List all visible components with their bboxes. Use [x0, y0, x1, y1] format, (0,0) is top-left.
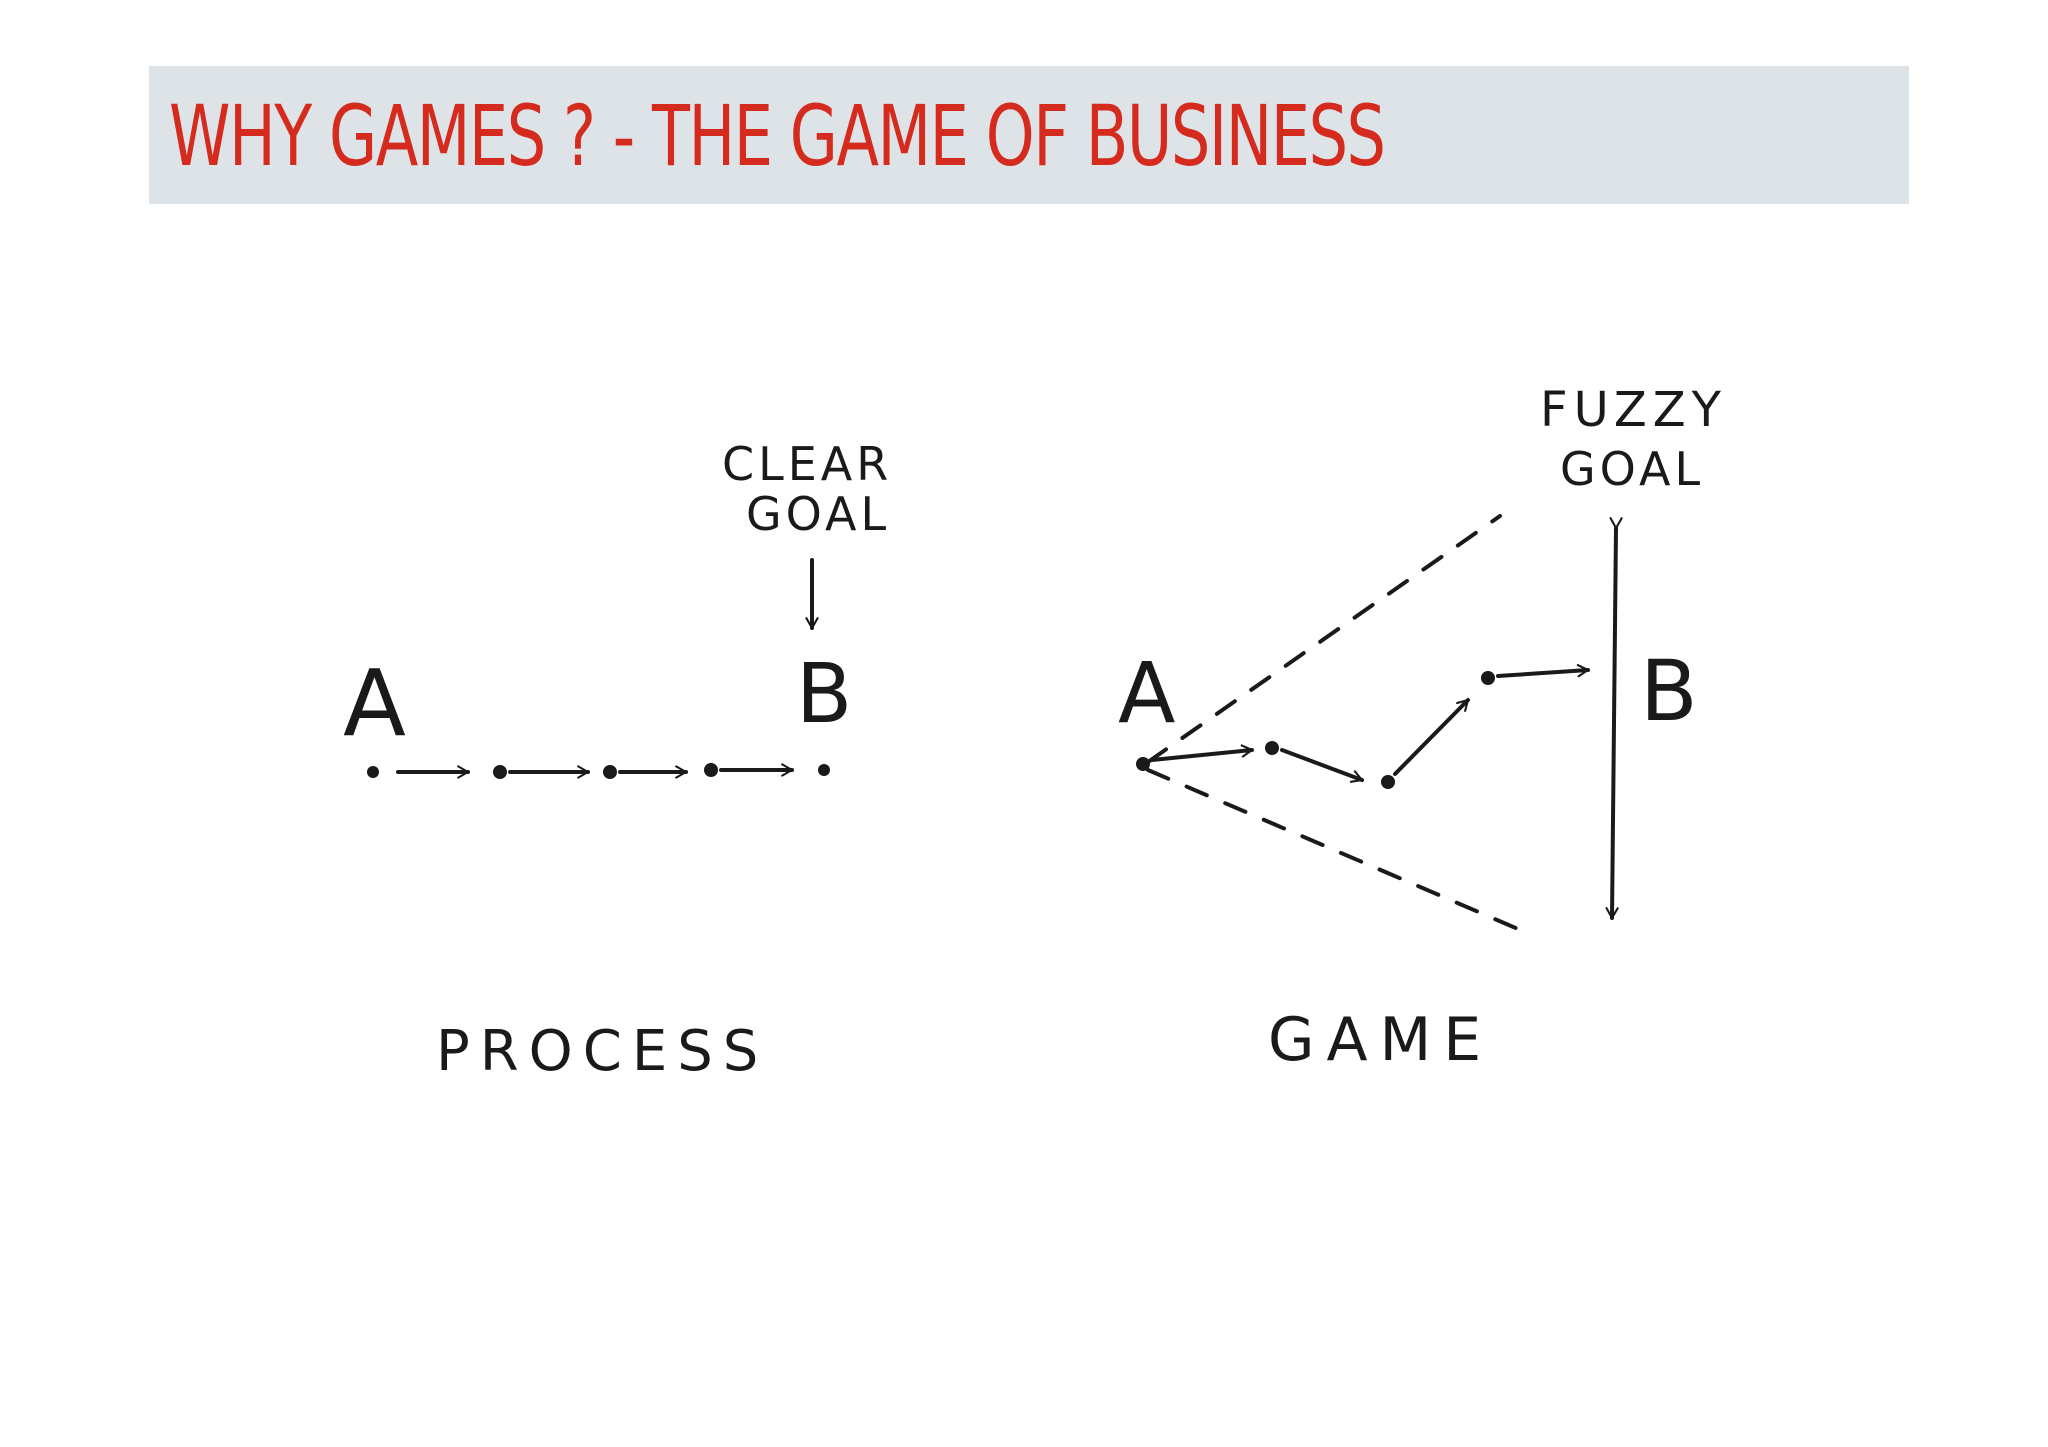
clear-goal-label-line2: GOAL — [746, 487, 890, 541]
game-step-arrow — [1280, 748, 1364, 783]
process-end-label: B — [796, 647, 852, 742]
game-end-label: B — [1640, 642, 1698, 740]
process-step-dot — [493, 765, 507, 779]
game-step-dot — [1265, 741, 1279, 755]
lower-dashed-boundary — [1146, 768, 1527, 934]
game-step-arrow — [1496, 664, 1590, 678]
upper-dashed-boundary — [1146, 514, 1502, 764]
process-diagram: A B CLEAR GOAL PROCESS — [343, 437, 892, 1084]
clear-goal-label-line1: CLEAR — [722, 437, 892, 491]
process-step-dot — [704, 763, 718, 777]
fuzzy-goal-label-line1: FUZZY — [1540, 382, 1727, 438]
process-start-label: A — [343, 650, 406, 757]
process-step-dot — [367, 766, 379, 778]
game-step-arrow — [1150, 744, 1254, 762]
game-step-dot — [1481, 671, 1495, 685]
process-end-dot — [818, 764, 830, 776]
fuzzy-goal-range-arrow — [1605, 517, 1623, 920]
game-caption: GAME — [1268, 1005, 1493, 1075]
process-step-dot — [603, 765, 617, 779]
title-bar: WHY GAMES ? - THE GAME OF BUSINESS — [149, 66, 1909, 204]
game-step-arrow — [1393, 698, 1470, 776]
game-diagram: A B FUZZY GOAL GAME — [1118, 382, 1727, 1075]
process-caption: PROCESS — [436, 1019, 768, 1084]
game-step-dot — [1381, 775, 1395, 789]
game-start-label: A — [1118, 644, 1175, 742]
game-start-dot — [1136, 757, 1150, 771]
slide-title: WHY GAMES ? - THE GAME OF BUSINESS — [169, 87, 1386, 185]
fuzzy-goal-label-line2: GOAL — [1560, 442, 1704, 496]
